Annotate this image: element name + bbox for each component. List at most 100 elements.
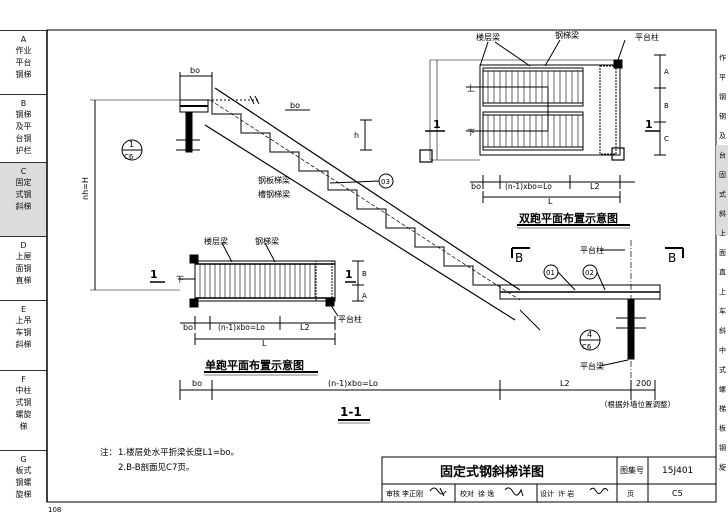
sidebar-section-word: 钢螺 [15, 478, 32, 487]
checker-signature [504, 487, 524, 497]
right-edge-char: 上 [719, 229, 726, 238]
sidebar-section-word: 及平 [15, 122, 32, 131]
main-section [90, 72, 684, 400]
sidebar-section-word: 式钢 [15, 398, 32, 407]
single-floor-beam: 楼层梁 [204, 236, 228, 246]
right-edge-char: 斜 [719, 326, 726, 335]
sidebar-section-word: 梯 [19, 422, 28, 431]
notes-label: 注： [100, 447, 117, 458]
sidebar-section-a[interactable]: A 作业平台钢梯 [0, 30, 47, 94]
double-up: 上 [467, 84, 475, 93]
atlas-label: 图集号 [620, 465, 644, 475]
label-channel-stringer: 槽钢梯梁 [258, 189, 290, 199]
ref-1-bottom: C6 [124, 153, 134, 161]
sidebar-section-word: 螺旋 [15, 410, 32, 419]
sidebar-section-letter: A [20, 35, 27, 44]
right-edge-char: 梯 [719, 404, 726, 413]
sidebar-section-word: 台钢 [15, 134, 32, 143]
callout-02: 02 [585, 269, 594, 277]
design-label: 设计 [540, 489, 554, 498]
double-platform-column: 平台柱 [635, 32, 659, 42]
right-edge-char: 中 [719, 346, 726, 355]
sidebar-section-word: 护栏 [15, 146, 32, 155]
single-dim-b: B [362, 270, 367, 278]
right-edge-char: 台 [719, 151, 726, 160]
right-edge-char: 钢 [719, 443, 726, 452]
sidebar-section-word: 车钢 [15, 328, 32, 337]
single-run-plan [150, 242, 364, 345]
right-edge-char: 钢 [719, 112, 726, 121]
double-dim-l2: L2 [590, 182, 600, 191]
right-edge-active [716, 145, 728, 235]
double-title: 双跑平面布置示意图 [519, 211, 618, 225]
double-dim-l: L [548, 197, 553, 206]
designer-signature [589, 487, 609, 494]
sidebar-section-word: 直梯 [15, 276, 32, 285]
sidebar-section-word: 上吊 [15, 316, 32, 325]
page-number-cell: C5 [672, 489, 683, 498]
single-down: 下 [176, 275, 184, 284]
right-edge-char: 斜 [719, 209, 726, 218]
right-edge-char: 及 [719, 132, 726, 140]
sidebar-section-word: 上屋 [15, 252, 32, 261]
sheet-frame [46, 29, 717, 503]
callout-01: 01 [546, 269, 555, 277]
sidebar-section-word: 中柱 [15, 386, 32, 395]
callout-03: 03 [381, 178, 390, 186]
designer-name: 许 岩 [558, 489, 574, 498]
right-edge-char: 板 [719, 424, 726, 433]
double-cut-left: 1 [433, 118, 441, 131]
atlas-number: 15J401 [662, 466, 693, 476]
dim-bo-top: bo [190, 66, 200, 75]
sidebar-section-letter: E [20, 305, 27, 314]
drawing-title: 固定式钢斜梯详图 [440, 464, 544, 480]
right-edge-char: 式 [719, 190, 726, 199]
right-edge-char: 平 [719, 74, 726, 82]
double-dim-c: C [664, 135, 669, 143]
sidebar-section-word: 平台 [15, 58, 32, 67]
double-cut-right: 1 [645, 118, 653, 131]
right-edge-char: 作 [719, 53, 726, 62]
single-cut-right: 1 [345, 268, 353, 281]
notes-line-2: 2.B-B剖面见C7页。 [118, 462, 194, 473]
sidebar-section-f[interactable]: F 中柱式钢螺旋梯 [0, 370, 47, 450]
ref-4-top: 4 [587, 330, 592, 339]
single-stair-beam: 钢梯梁 [255, 236, 279, 246]
sidebar-section-word: 钢梯 [15, 110, 32, 119]
double-stair-beam: 钢梯梁 [555, 30, 579, 40]
double-down: 下 [467, 128, 475, 137]
sidebar-section-letter: G [20, 455, 27, 464]
right-edge-char: 钢 [719, 92, 726, 101]
sidebar-section-word: 钢梯 [15, 70, 32, 79]
sidebar-section-word: 作业 [15, 46, 32, 55]
dim-200: 200 [636, 379, 651, 388]
double-dim-a: A [664, 68, 669, 76]
double-dim-bo: bo [471, 182, 481, 191]
double-floor-beam: 楼层梁 [476, 32, 500, 42]
title-block [381, 456, 717, 503]
notes-line-1: 1.楼层处水平折梁长度L1=bo。 [118, 447, 239, 458]
reviewer-signature [429, 487, 447, 497]
sidebar-section-e[interactable]: E 上吊车钢斜梯 [0, 300, 47, 370]
ref-1-top: 1 [129, 140, 134, 149]
dim-bo-bottom: bo [192, 379, 202, 388]
sidebar-section-word: 斜梯 [15, 340, 32, 349]
sidebar-section-word: 面钢 [15, 264, 32, 273]
label-steel-plate-stringer: 钢板梯梁 [258, 175, 290, 185]
single-cut-left: 1 [150, 268, 158, 281]
sidebar-section-word: 斜梯 [15, 202, 32, 211]
single-dim-l2: L2 [300, 323, 310, 332]
ref-4-bottom: C6 [582, 343, 592, 351]
single-dim-l: L [262, 339, 267, 348]
dim-bo-mid: bo [290, 101, 300, 110]
sidebar-section-word: 固定 [15, 178, 32, 187]
sidebar-section-letter: C [20, 167, 27, 176]
sidebar-section-letter: F [21, 375, 26, 384]
page-label: 页 [627, 490, 634, 498]
section-title-1-1: 1-1 [340, 405, 362, 419]
